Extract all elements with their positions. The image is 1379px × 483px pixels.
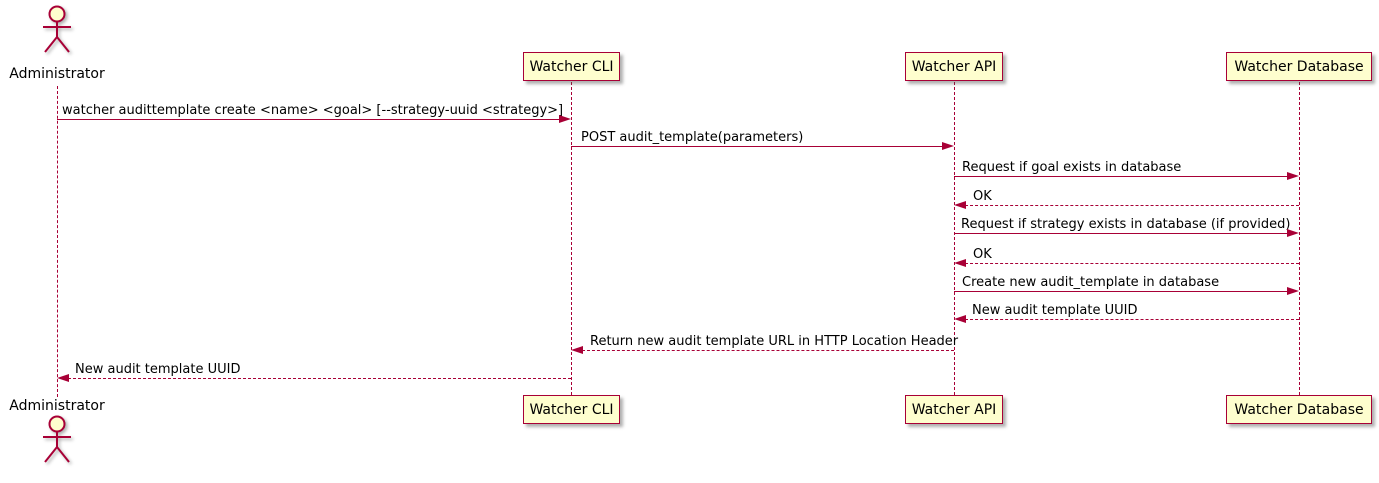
message-label: Request if strategy exists in database (… — [961, 217, 1291, 232]
arrowhead-left-icon — [954, 201, 966, 209]
participant-watcher-database-bottom: Watcher Database — [1226, 395, 1372, 424]
participant-watcher-database-top: Watcher Database — [1226, 52, 1372, 81]
arrowhead-right-icon — [1287, 229, 1299, 237]
actor-icon — [43, 5, 71, 53]
message-label: OK — [973, 189, 992, 204]
arrowhead-right-icon — [559, 115, 571, 123]
message-label: POST audit_template(parameters) — [581, 130, 804, 145]
participant-watcher-api-top: Watcher API — [905, 52, 1003, 81]
arrowhead-right-icon — [942, 142, 954, 150]
message-label: New audit template UUID — [75, 362, 241, 377]
lifeline-watcher-database — [1299, 82, 1300, 395]
participant-watcher-cli-top: Watcher CLI — [523, 52, 620, 81]
actor-name-top: Administrator — [9, 66, 105, 82]
message-line — [954, 291, 1288, 292]
message-line — [68, 378, 571, 379]
message-line — [954, 176, 1288, 177]
message-line — [582, 350, 954, 351]
message-label: watcher audittemplate create <name> <goa… — [62, 103, 564, 118]
arrowhead-right-icon — [1287, 287, 1299, 295]
participant-watcher-api-bottom: Watcher API — [905, 395, 1003, 424]
participant-watcher-cli-bottom: Watcher CLI — [523, 395, 620, 424]
arrowhead-right-icon — [1287, 172, 1299, 180]
message-line — [571, 146, 943, 147]
actor-name-bottom: Administrator — [9, 398, 105, 414]
message-label: OK — [973, 247, 992, 262]
message-line — [965, 263, 1299, 264]
arrowhead-left-icon — [57, 374, 69, 382]
message-line — [954, 233, 1288, 234]
lifeline-watcher-api — [954, 82, 955, 395]
message-label: Return new audit template URL in HTTP Lo… — [590, 334, 959, 349]
lifeline-administrator — [57, 86, 58, 397]
arrowhead-left-icon — [954, 315, 966, 323]
arrowhead-left-icon — [954, 259, 966, 267]
message-line — [57, 119, 560, 120]
arrowhead-left-icon — [571, 346, 583, 354]
message-line — [965, 205, 1299, 206]
actor-icon — [43, 415, 71, 463]
message-label: Create new audit_template in database — [962, 275, 1220, 290]
lifeline-watcher-cli — [571, 82, 572, 395]
message-line — [965, 319, 1299, 320]
message-label: New audit template UUID — [972, 303, 1138, 318]
message-label: Request if goal exists in database — [962, 160, 1182, 175]
